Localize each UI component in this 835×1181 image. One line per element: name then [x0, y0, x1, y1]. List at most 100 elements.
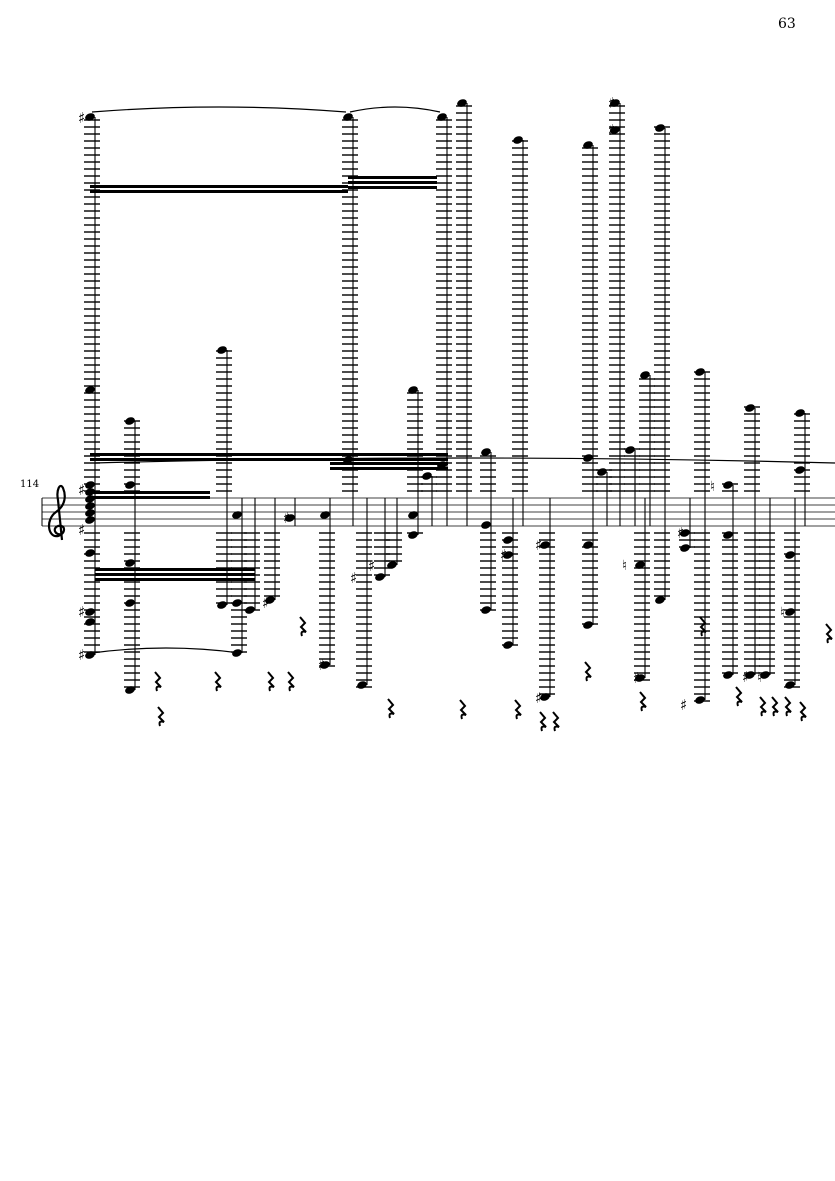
notehead: [597, 468, 607, 476]
notehead: [320, 661, 330, 669]
notehead: [610, 99, 620, 107]
beam: [95, 568, 255, 571]
notehead: [785, 551, 795, 559]
quarter-rest-icon: [157, 706, 165, 727]
quarter-rest-icon: [825, 623, 833, 644]
notehead: [723, 671, 733, 679]
quarter-rest-icon: [759, 696, 767, 717]
natural-accidental-icon: ♮: [757, 670, 762, 686]
notehead: [635, 561, 645, 569]
sharp-accidental-icon: ♯: [742, 668, 749, 686]
notehead: [217, 601, 227, 609]
notehead: [745, 671, 755, 679]
sharp-accidental-icon: ♯: [535, 536, 542, 554]
beam: [348, 186, 437, 189]
notehead: [481, 448, 491, 456]
quarter-rest-icon: [699, 616, 707, 637]
notehead: [640, 371, 650, 379]
notehead: [85, 516, 95, 524]
notehead: [503, 536, 513, 544]
notehead: [513, 136, 523, 144]
notehead: [408, 386, 418, 394]
quarter-rest-icon: [387, 698, 395, 719]
notehead: [540, 541, 550, 549]
notehead: [85, 549, 95, 557]
notehead: [457, 99, 467, 107]
sharp-accidental-icon: ♯: [368, 557, 375, 575]
quarter-rest-icon: [735, 686, 743, 707]
tie: [91, 106, 347, 113]
notehead: [343, 113, 353, 121]
notehead: [503, 551, 513, 559]
quarter-rest-icon: [299, 616, 307, 637]
sharp-accidental-icon: ♯: [677, 524, 684, 542]
notehead: [540, 693, 550, 701]
quarter-rest-icon: [287, 671, 295, 692]
notehead: [680, 529, 690, 537]
notehead: [375, 573, 385, 581]
notehead: [422, 472, 432, 480]
notehead: [760, 671, 770, 679]
notehead: [387, 561, 397, 569]
notehead: [85, 509, 95, 517]
beam: [330, 462, 448, 465]
notehead: [320, 511, 330, 519]
sharp-accidental-icon: ♯: [633, 669, 640, 687]
notehead: [125, 481, 135, 489]
quarter-rest-icon: [799, 701, 807, 722]
notehead: [85, 502, 95, 510]
staff-lines: [41, 497, 835, 527]
quarter-rest-icon: [214, 671, 222, 692]
sharp-accidental-icon: ♯: [78, 481, 85, 499]
quarter-rest-icon: [552, 711, 560, 732]
notehead: [583, 541, 593, 549]
notehead: [217, 346, 227, 354]
tie: [94, 457, 835, 464]
notehead: [785, 608, 795, 616]
sharp-accidental-icon: ♯: [318, 656, 325, 674]
notehead: [245, 606, 255, 614]
sharp-accidental-icon: ♯: [608, 94, 615, 112]
beam: [95, 573, 255, 576]
notehead: [655, 124, 665, 132]
sharp-accidental-icon: ♯: [262, 594, 269, 612]
notehead: [481, 606, 491, 614]
notehead: [745, 404, 755, 412]
beam: [90, 190, 348, 193]
notehead: [125, 686, 135, 694]
notehead: [357, 681, 367, 689]
notes-layer: ♯♯♯♯♯♯♯♯♯♯♯♯♯♯♯♯♯♯♯♮♮♮♮: [78, 94, 835, 732]
notehead: [125, 599, 135, 607]
sharp-accidental-icon: ♯: [500, 546, 507, 564]
notehead: [85, 608, 95, 616]
sharp-accidental-icon: ♯: [283, 509, 290, 527]
quarter-rest-icon: [584, 661, 592, 682]
notehead: [695, 696, 705, 704]
notehead: [723, 531, 733, 539]
natural-accidental-icon: ♮: [780, 605, 785, 621]
quarter-rest-icon: [771, 696, 779, 717]
notehead: [481, 521, 491, 529]
quarter-rest-icon: [784, 696, 792, 717]
notehead: [723, 481, 733, 489]
natural-accidental-icon: ♮: [622, 558, 627, 574]
beam: [90, 491, 210, 494]
notehead: [583, 621, 593, 629]
beam: [95, 578, 255, 581]
quarter-rest-icon: [459, 699, 467, 720]
notehead: [583, 141, 593, 149]
notehead: [795, 409, 805, 417]
notehead: [265, 596, 275, 604]
notehead: [655, 596, 665, 604]
notehead: [85, 618, 95, 626]
sharp-accidental-icon: ♯: [78, 646, 85, 664]
notehead: [795, 466, 805, 474]
beam: [90, 453, 448, 456]
notehead: [610, 126, 620, 134]
beam: [348, 181, 437, 184]
sharp-accidental-icon: ♯: [608, 121, 615, 139]
notehead: [695, 368, 705, 376]
sharp-accidental-icon: ♯: [78, 521, 85, 539]
notehead: [85, 113, 95, 121]
